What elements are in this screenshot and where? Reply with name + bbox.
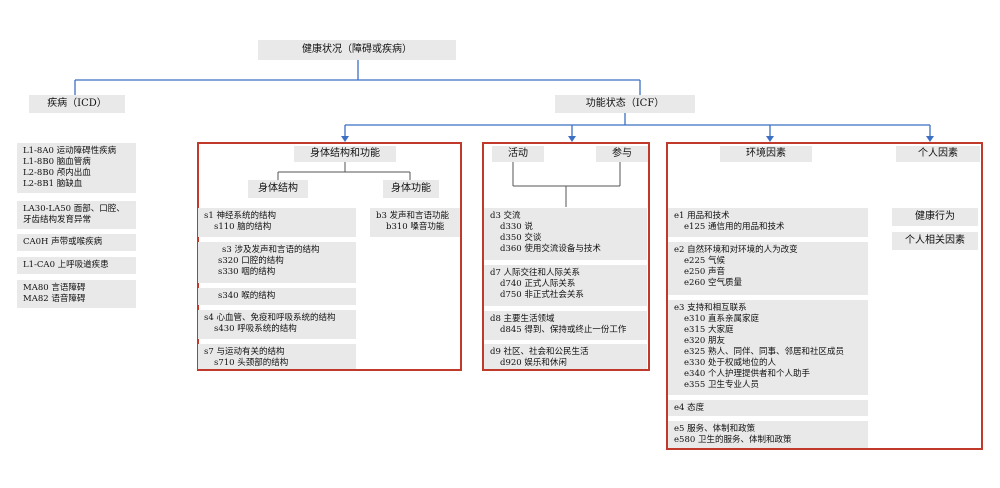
group-item: d845 得到、保持或终止一份工作 xyxy=(500,325,627,335)
environmental-factors-label: 环境因素 xyxy=(746,148,786,159)
group-item: e260 空气质量 xyxy=(684,278,742,288)
disease-icd-header: 疾病（ICD） xyxy=(29,95,125,113)
disease-item: L1-8A0 运动障碍性疾病 xyxy=(23,146,117,156)
structure-group-s1: s1 神经系统的结构 s110 脑的结构 xyxy=(198,208,356,237)
disease-item: L2-8B0 颅内出血 xyxy=(23,168,91,178)
disease-item: L1-CA0 上呼吸道疾患 xyxy=(23,260,109,270)
env-group-e1: e1 用品和技术 e125 通信用的用品和技术 xyxy=(668,208,868,237)
activity-group-d8: d8 主要生活领域 d845 得到、保持或终止一份工作 xyxy=(484,311,647,340)
personal-factors-header: 个人因素 xyxy=(896,146,980,162)
env-group-e5: e5 服务、体制和政策 e580 卫生的服务、体制和政策 xyxy=(668,421,868,448)
disease-group-3: CA0H 声带或喉疾病 xyxy=(17,234,136,251)
group-title: d7 人际交往和人际关系 xyxy=(490,268,581,278)
personal-item-health-behavior: 健康行为 xyxy=(892,208,978,226)
health-condition-box: 健康状况（障碍或疾病） xyxy=(258,40,456,60)
disease-item: L2-8B1 脑缺血 xyxy=(23,179,83,189)
group-title: e1 用品和技术 xyxy=(674,211,730,221)
group-title: s7 与运动有关的结构 xyxy=(204,347,285,357)
icf-label: 功能状态（ICF） xyxy=(585,98,665,109)
group-item: e330 处于权威地位的人 xyxy=(684,358,776,368)
participation-label: 参与 xyxy=(612,148,632,159)
group-title: s340 喉的结构 xyxy=(218,291,276,301)
body-structure-function-header: 身体结构和功能 xyxy=(294,146,396,162)
env-group-e4: e4 态度 xyxy=(668,400,868,416)
group-item: e325 熟人、同伴、同事、邻居和社区成员 xyxy=(684,347,844,357)
body-structure-label: 身体结构 xyxy=(258,183,298,194)
disease-item: MA80 言语障碍 xyxy=(23,283,86,293)
activity-participation-frame xyxy=(482,142,650,371)
group-item: d360 使用交流设备与技术 xyxy=(500,244,601,254)
activity-label: 活动 xyxy=(508,148,528,159)
participation-header: 参与 xyxy=(596,146,648,162)
disease-group-2: LA30-LA50 面部、口腔、 牙齿结构发育异常 xyxy=(17,201,136,229)
disease-item: 牙齿结构发育异常 xyxy=(23,215,92,225)
group-item: s710 头颈部的结构 xyxy=(214,358,289,368)
group-item: e250 声音 xyxy=(684,267,725,277)
group-item: e315 大家庭 xyxy=(684,325,734,335)
group-title: b3 发声和言语功能 xyxy=(376,211,450,221)
structure-group-s4: s4 心血管、免疫和呼吸系统的结构 s430 呼吸系统的结构 xyxy=(198,310,356,339)
group-item: b310 嗓音功能 xyxy=(386,222,445,232)
activity-header: 活动 xyxy=(492,146,544,162)
disease-group-5: MA80 言语障碍 MA82 语音障碍 xyxy=(17,280,136,308)
disease-item: MA82 语音障碍 xyxy=(23,294,86,304)
env-group-e3: e3 支持和相互联系 e310 直系亲属家庭 e315 大家庭 e320 朋友 … xyxy=(668,300,868,395)
group-item: e125 通信用的用品和技术 xyxy=(684,222,785,232)
group-item: d350 交谈 xyxy=(500,233,542,243)
group-title: s1 神经系统的结构 xyxy=(204,211,276,221)
group-title: e4 态度 xyxy=(674,403,705,413)
body-function-header: 身体功能 xyxy=(383,180,439,198)
group-title: d3 交流 xyxy=(490,211,521,221)
group-item: d740 正式人际关系 xyxy=(500,279,576,289)
group-item: s110 脑的结构 xyxy=(214,222,272,232)
env-group-e2: e2 自然环境和对环境的人为改变 e225 气候 e250 声音 e260 空气… xyxy=(668,242,868,295)
personal-item-label: 个人相关因素 xyxy=(905,235,965,246)
environmental-factors-header: 环境因素 xyxy=(720,146,812,162)
contextual-factors-frame xyxy=(666,142,983,450)
group-item: s430 呼吸系统的结构 xyxy=(214,324,297,334)
group-title: e2 自然环境和对环境的人为改变 xyxy=(674,245,798,255)
group-item: e225 气候 xyxy=(684,256,725,266)
group-title: d9 社区、社会和公民生活 xyxy=(490,347,589,357)
group-item: s320 口腔的结构 xyxy=(218,256,284,266)
personal-factors-label: 个人因素 xyxy=(918,148,958,159)
icf-header: 功能状态（ICF） xyxy=(555,95,695,113)
group-item: e310 直系亲属家庭 xyxy=(684,314,759,324)
group-item: s330 咽的结构 xyxy=(218,267,276,277)
disease-item: LA30-LA50 面部、口腔、 xyxy=(23,204,125,214)
group-item: e320 朋友 xyxy=(684,336,725,346)
disease-icd-label: 疾病（ICD） xyxy=(47,98,107,109)
group-item: e580 卫生的服务、体制和政策 xyxy=(674,435,792,445)
body-structure-header: 身体结构 xyxy=(248,180,308,198)
structure-group-s340: s340 喉的结构 xyxy=(198,288,356,305)
group-title: s4 心血管、免疫和呼吸系统的结构 xyxy=(204,313,336,323)
personal-item-related-factors: 个人相关因素 xyxy=(892,232,978,250)
activity-group-d3: d3 交流 d330 说 d350 交谈 d360 使用交流设备与技术 xyxy=(484,208,647,260)
function-group-b3: b3 发声和言语功能 b310 嗓音功能 xyxy=(370,208,460,237)
disease-group-4: L1-CA0 上呼吸道疾患 xyxy=(17,257,136,274)
group-title: d8 主要生活领域 xyxy=(490,314,555,324)
structure-group-s7: s7 与运动有关的结构 s710 头颈部的结构 xyxy=(198,344,356,369)
body-header-label: 身体结构和功能 xyxy=(310,148,380,159)
disease-item: CA0H 声带或喉疾病 xyxy=(23,237,103,247)
health-condition-label: 健康状况（障碍或疾病） xyxy=(302,44,412,55)
group-item: e355 卫生专业人员 xyxy=(684,380,759,390)
group-item: d330 说 xyxy=(500,222,533,232)
activity-group-d7: d7 人际交往和人际关系 d740 正式人际关系 d750 非正式社会关系 xyxy=(484,265,647,306)
group-item: d750 非正式社会关系 xyxy=(500,290,584,300)
group-title: s3 涉及发声和言语的结构 xyxy=(222,245,320,255)
structure-group-s3: s3 涉及发声和言语的结构 s320 口腔的结构 s330 咽的结构 xyxy=(198,242,356,283)
body-function-label: 身体功能 xyxy=(391,183,431,194)
personal-item-label: 健康行为 xyxy=(915,211,955,222)
disease-item: L1-8B0 脑血管病 xyxy=(23,157,91,167)
disease-group-1: L1-8A0 运动障碍性疾病 L1-8B0 脑血管病 L2-8B0 颅内出血 L… xyxy=(17,143,136,193)
group-title: e5 服务、体制和政策 xyxy=(674,424,756,434)
group-item: d920 娱乐和休闲 xyxy=(500,358,567,368)
group-item: e340 个人护理提供者和个人助手 xyxy=(684,369,810,379)
group-title: e3 支持和相互联系 xyxy=(674,303,747,313)
activity-group-d9: d9 社区、社会和公民生活 d920 娱乐和休闲 xyxy=(484,344,647,369)
